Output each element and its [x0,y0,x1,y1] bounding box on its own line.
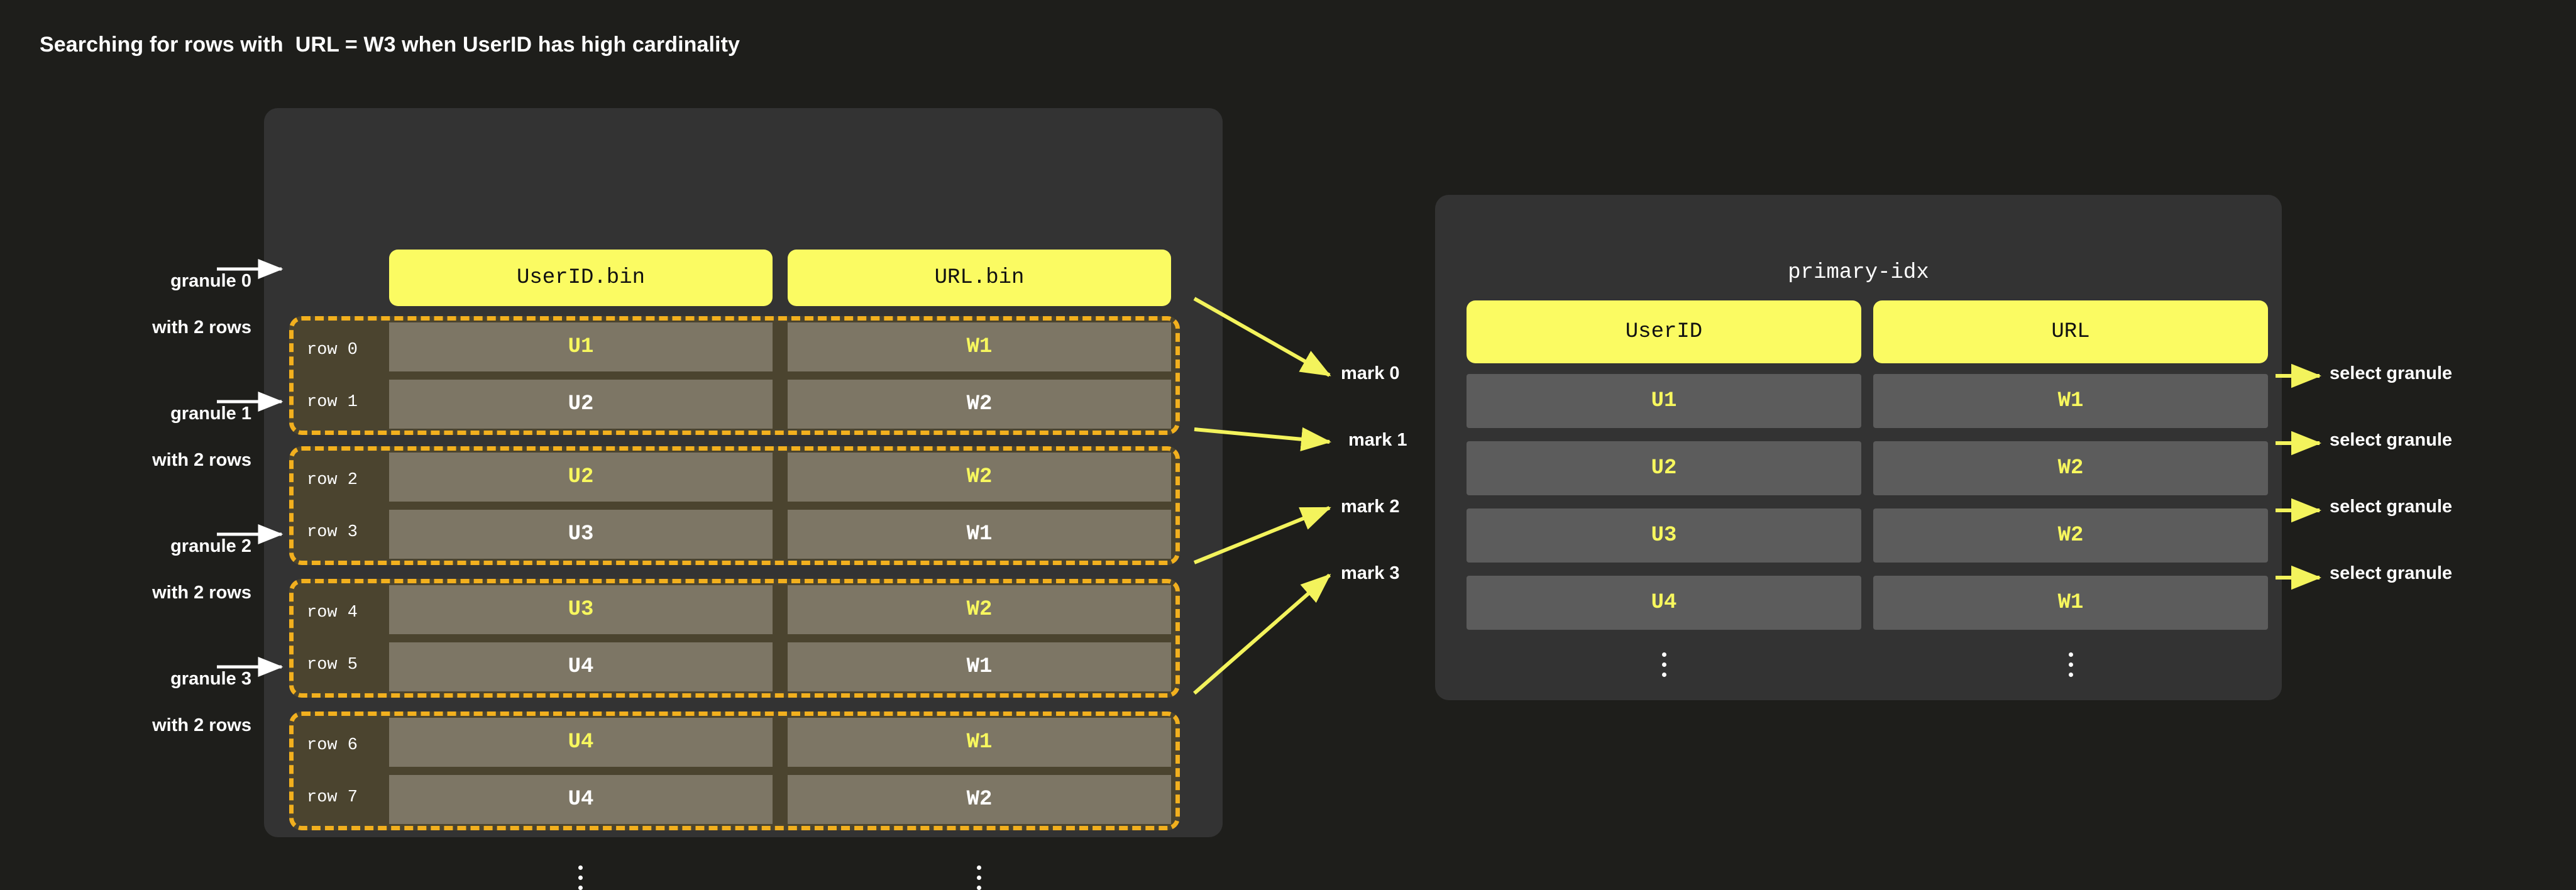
mark-label-3: mark 3 [1341,563,1400,583]
index-cell: W1 [1873,374,2268,428]
index-column-header-url: URL [1873,300,2268,363]
row-label: row 6 [307,736,358,755]
ellipsis-userid-bin [578,865,583,890]
data-cell: W2 [788,380,1171,429]
row-label: row 4 [307,603,358,622]
granule-annotation-3: granule 3 with 2 rows [69,644,251,737]
select-granule-label-3: select granule [2330,563,2453,583]
page-title: Searching for rows with URL = W3 when Us… [40,33,740,57]
row-label: row 1 [307,393,358,412]
index-column-header-userid: UserID [1467,300,1861,363]
data-cell: U2 [389,453,773,502]
column-header-url-bin: URL.bin [788,250,1171,306]
data-cell: W1 [788,718,1171,767]
granule-annotation-line2: with 2 rows [152,583,251,603]
granule-annotation-line1: granule 1 [170,404,251,424]
data-cell: U2 [389,380,773,429]
data-cell: W1 [788,510,1171,559]
granule-annotation-2: granule 2 with 2 rows [69,512,251,605]
primary-index-title: primary-idx [1788,261,1929,285]
granule-annotation-line1: granule 2 [170,536,251,557]
data-cell: U4 [389,718,773,767]
index-cell: U1 [1467,374,1861,428]
ellipsis-index-url [2069,652,2073,677]
granule-annotation-line2: with 2 rows [152,317,251,338]
row-label: row 2 [307,471,358,490]
index-cell: U2 [1467,441,1861,495]
index-column-header-userid-label: UserID [1625,320,1703,344]
granule-annotation-1: granule 1 with 2 rows [69,379,251,472]
ellipsis-url-bin [977,865,981,890]
mark-label-1: mark 1 [1348,430,1407,450]
index-cell: W1 [1873,576,2268,630]
index-cell: W2 [1873,441,2268,495]
granule-annotation-line1: granule 3 [170,669,251,689]
data-cell: U4 [389,642,773,691]
data-cell: W1 [788,322,1171,371]
column-header-userid-bin-label: UserID.bin [516,266,646,290]
index-cell: U3 [1467,508,1861,563]
granule-annotation-line1: granule 0 [170,271,251,292]
index-cell: U4 [1467,576,1861,630]
row-label: row 3 [307,523,358,542]
select-granule-label-0: select granule [2330,363,2453,383]
data-cell: W2 [788,585,1171,634]
row-label: row 7 [307,788,358,807]
data-cell: W2 [788,453,1171,502]
mark-label-0: mark 0 [1341,363,1400,383]
data-cell: U1 [389,322,773,371]
index-cell: W2 [1873,508,2268,563]
index-column-header-url-label: URL [2051,320,2090,344]
granule-annotation-line2: with 2 rows [152,715,251,736]
granule-annotation-line2: with 2 rows [152,450,251,471]
column-header-url-bin-label: URL.bin [934,266,1025,290]
data-part-panel: UserID.bin URL.bin row 0 U1 W1 row 1 U2 … [264,108,1223,890]
data-cell: U3 [389,510,773,559]
select-granule-label-1: select granule [2330,430,2453,450]
data-cell: U4 [389,775,773,824]
select-granule-label-2: select granule [2330,497,2453,517]
primary-index-panel: primary-idx UserID URL U1 W1 U2 W2 U3 W2… [1435,195,2282,700]
row-label: row 5 [307,656,358,674]
column-header-userid-bin: UserID.bin [389,250,773,306]
ellipsis-index-userid [1662,652,1666,677]
row-label: row 0 [307,341,358,360]
granule-annotation-0: granule 0 with 2 rows [69,246,251,339]
data-cell: W2 [788,775,1171,824]
data-cell: W1 [788,642,1171,691]
mark-label-2: mark 2 [1341,497,1400,517]
data-cell: U3 [389,585,773,634]
